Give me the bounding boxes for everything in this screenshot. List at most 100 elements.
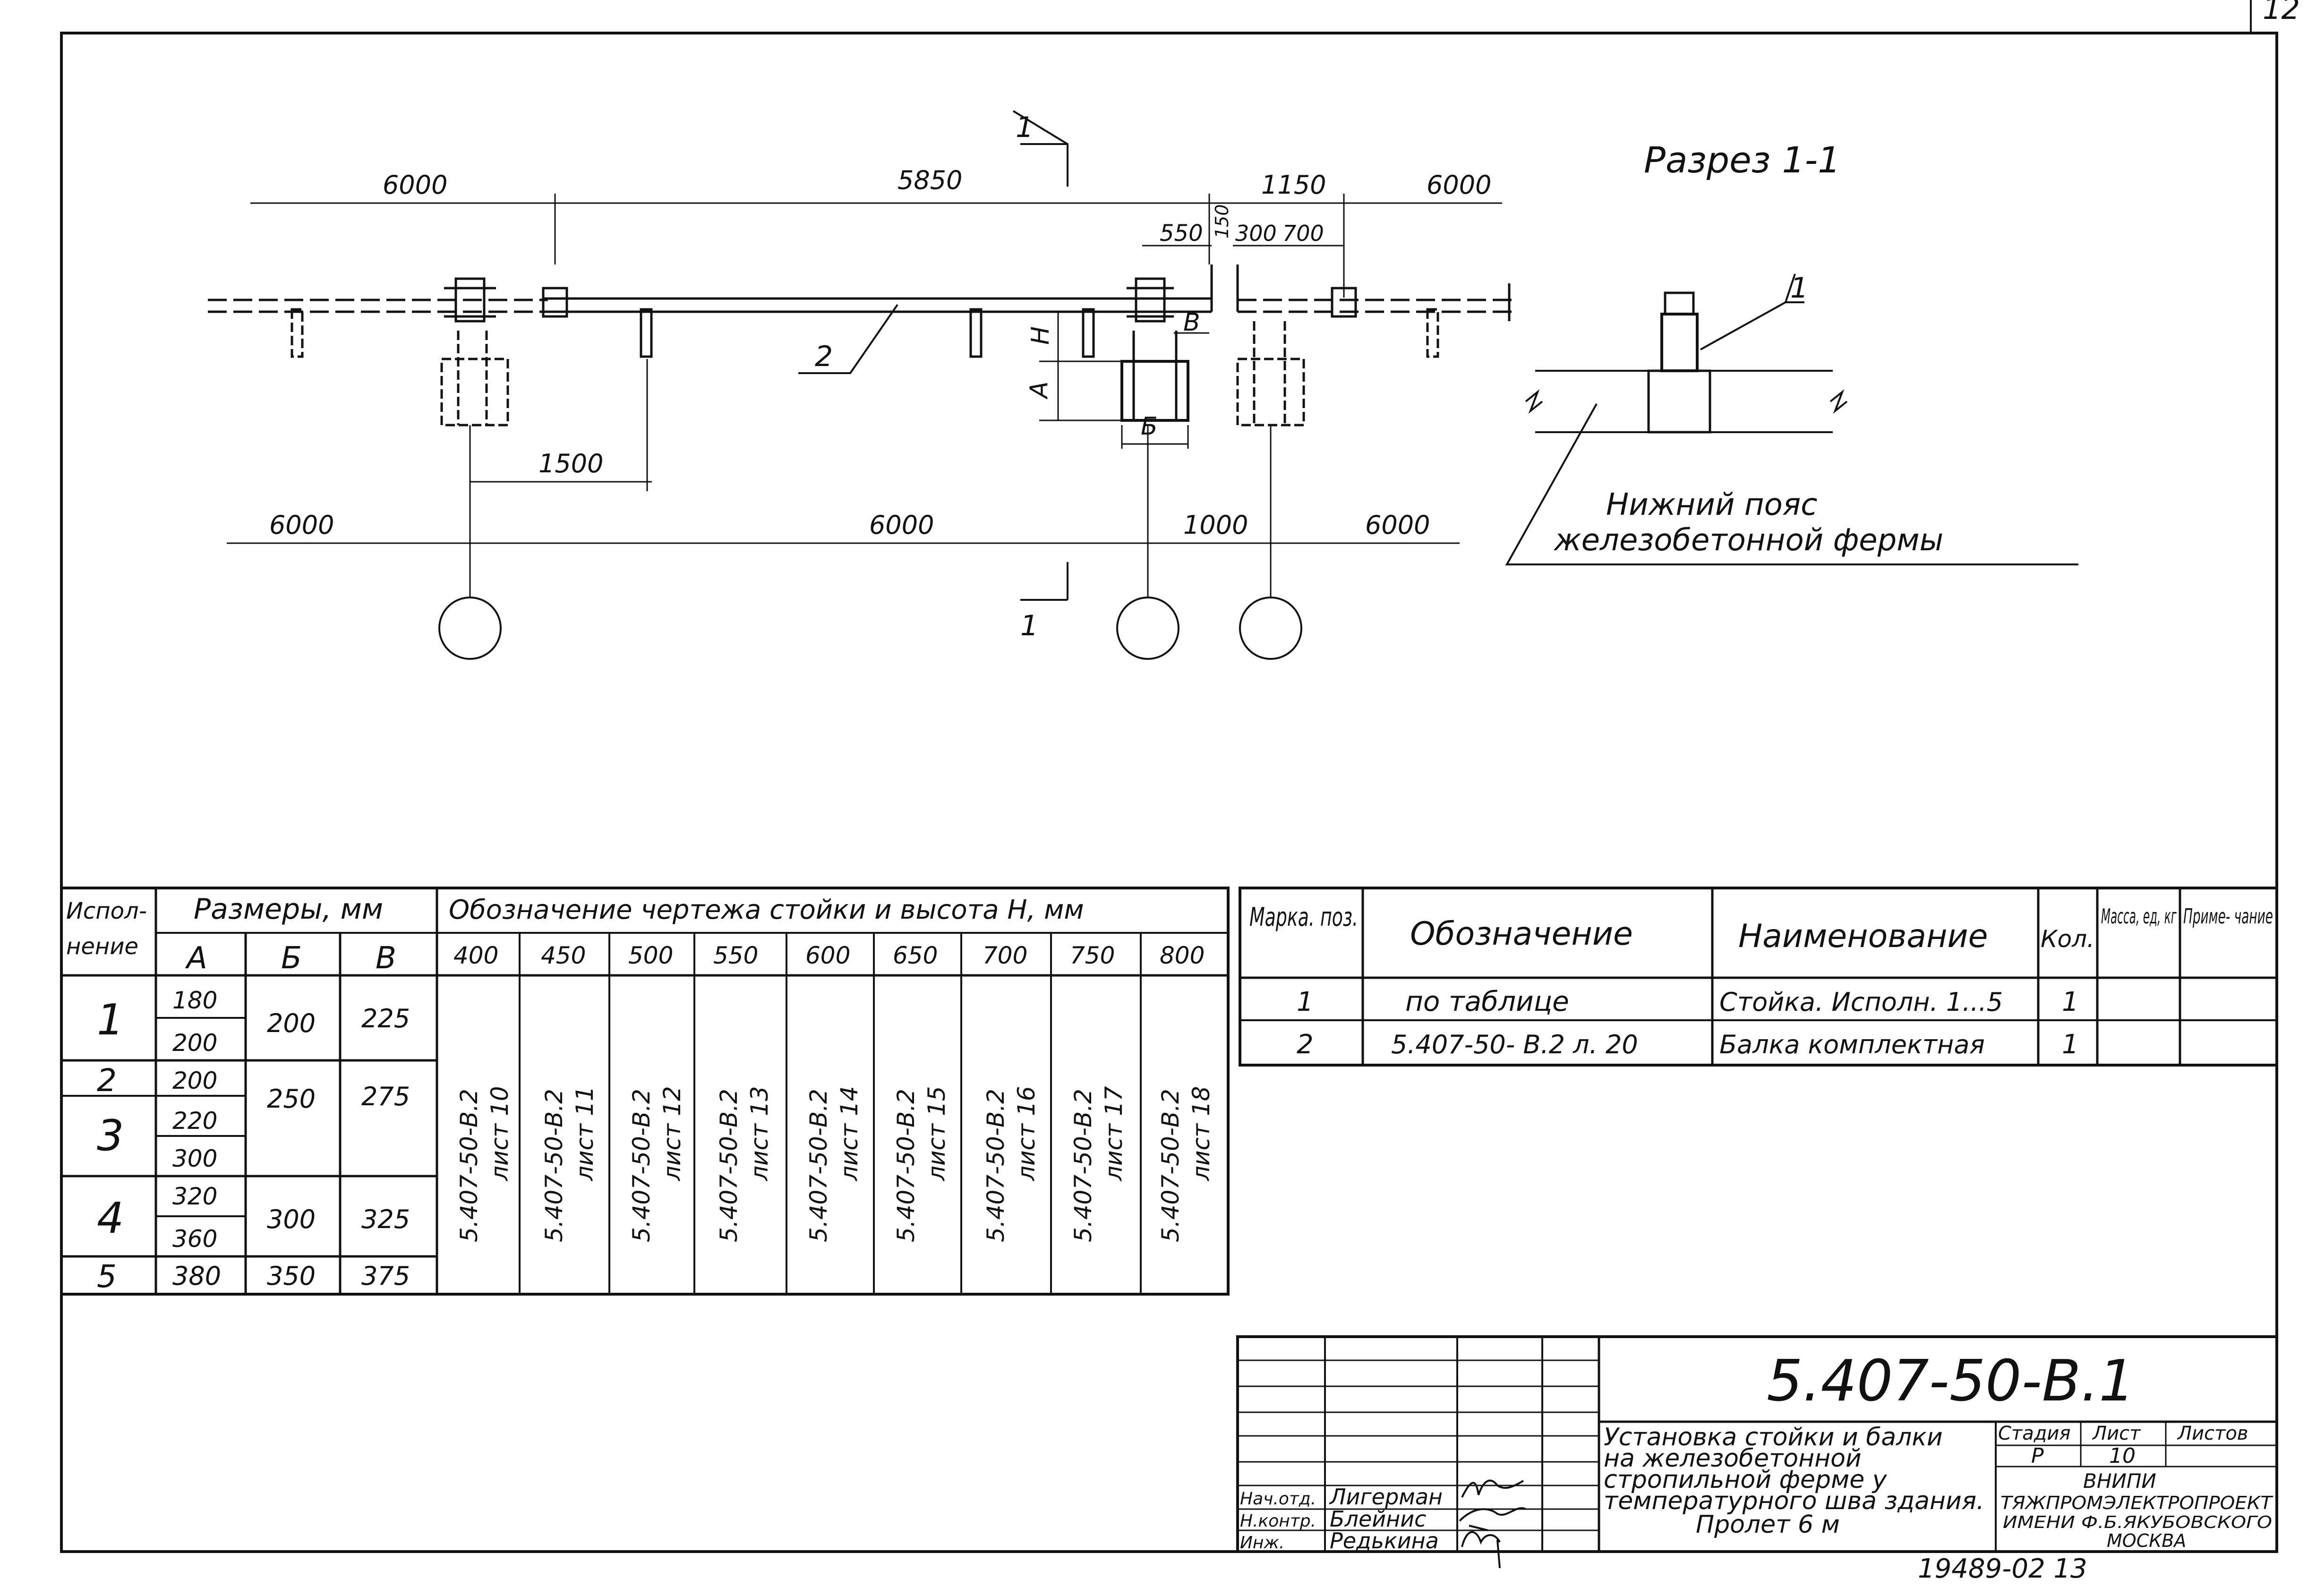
small-dim-300: 300: [1235, 221, 1277, 246]
exec-4-A2: 360: [172, 1225, 217, 1253]
code-2: 5.407-50-В.2: [540, 1089, 568, 1242]
exec-2-B: 250: [267, 1084, 316, 1114]
note-line-1: Нижний пояс: [1606, 487, 1817, 522]
archive-number: 19489-02 13: [1918, 1553, 2087, 1584]
mid-dim-1500: 1500: [538, 449, 603, 478]
top-dim-1: 6000: [383, 170, 447, 200]
h-550: 550: [713, 942, 758, 969]
spec-h-desig: Обозначение: [1410, 915, 1633, 953]
axis-circle-3: [1239, 597, 1302, 660]
exec-3-A1: 220: [172, 1107, 217, 1135]
code-9: 5.407-50-В.2: [1157, 1089, 1184, 1242]
col-letter-B: Б: [281, 941, 302, 976]
col-letter-A: А: [185, 941, 207, 976]
label-H: H: [1026, 326, 1055, 345]
sheet-1: лист 10: [486, 1086, 513, 1181]
h-400: 400: [453, 942, 498, 969]
code-5: 5.407-50-В.2: [805, 1089, 832, 1242]
section-callout: 1: [1790, 272, 1808, 305]
section-mark-bottom: 1: [1020, 609, 1038, 642]
title-line-5: Пролет 6 м: [1696, 1511, 1840, 1539]
plan-drawing: 6000 5850 1150 6000 550 150 300 700 1 1: [208, 110, 1516, 660]
sig-name-3: Редькина: [1330, 1528, 1439, 1553]
label-V: В: [1183, 308, 1200, 337]
sig-role-1: Нач.отд.: [1240, 1489, 1316, 1509]
org-line-1: ВНИПИ: [2083, 1469, 2156, 1493]
note-line-2: железобетонной фермы: [1553, 523, 1943, 558]
spec-r2-pos: 2: [1297, 1029, 1314, 1060]
org-line-3: ИМЕНИ Ф.Б.ЯКУБОВСКОГО: [2003, 1513, 2272, 1532]
signature-3: [1461, 1531, 1501, 1569]
signature-2: [1459, 1507, 1526, 1531]
h-650: 650: [893, 942, 938, 969]
hanging-posts: [291, 308, 1439, 358]
small-dim-150: 150: [1212, 204, 1232, 239]
spec-h-pos: Марка. поз.: [1249, 902, 1358, 932]
support-stand-left: [440, 277, 509, 427]
top-dim-4: 6000: [1427, 170, 1491, 200]
bottom-dim-3: 1000: [1183, 510, 1248, 540]
section-1-1: Разрез 1-1 1 Нижний пояс железобетонной …: [1505, 139, 2078, 565]
code-7: 5.407-50-В.2: [982, 1089, 1009, 1242]
spec-r1-name: Стойка. Исполн. 1...5: [1719, 987, 2003, 1017]
drawing-codes: 5.407-50-В.2 лист 10 5.407-50-В.2 лист 1…: [455, 1086, 1215, 1242]
code-3: 5.407-50-В.2: [628, 1089, 655, 1242]
spec-r1-qty: 1: [2062, 987, 2079, 1017]
small-dim-700: 700: [1282, 221, 1324, 246]
code-1: 5.407-50-В.2: [455, 1089, 483, 1242]
support-stand-main: H A Б В: [1025, 277, 1209, 449]
support-stand-right: [1236, 321, 1305, 427]
org-line-4: МОСКВА: [2107, 1530, 2186, 1551]
title-line-4: температурного шва здания.: [1604, 1487, 1984, 1515]
bottom-dim-2: 6000: [869, 510, 934, 540]
sig-role-2: Н.контр.: [1240, 1511, 1316, 1531]
code-6: 5.407-50-В.2: [892, 1089, 920, 1242]
sig-name-1: Лигерман: [1329, 1484, 1443, 1510]
h-exec-2: нение: [66, 933, 138, 960]
doc-code: 5.407-50-В.1: [1767, 1348, 2135, 1414]
axis-circle-1: [438, 597, 502, 660]
exec-5-A1: 380: [172, 1261, 221, 1291]
exec-3: 3: [97, 1111, 124, 1161]
exec-2: 2: [97, 1062, 117, 1099]
section-title: Разрез 1-1: [1644, 139, 1841, 181]
title-line-3: стропильной ферме у: [1604, 1466, 1888, 1494]
stage-label: Стадия: [1998, 1423, 2070, 1444]
label-B: Б: [1141, 412, 1158, 441]
sheet-frame: [60, 32, 2278, 1553]
spec-h-mass: Масса, ед, кг: [2101, 905, 2177, 929]
label-A: A: [1025, 381, 1053, 400]
exec-5-V: 375: [361, 1261, 410, 1291]
h-500: 500: [628, 942, 673, 969]
code-8: 5.407-50-В.2: [1069, 1089, 1097, 1242]
top-dim-3: 1150: [1261, 170, 1326, 200]
spec-h-note: Приме- чание: [2183, 905, 2273, 929]
exec-1-B: 200: [267, 1008, 316, 1038]
spec-r1-desig: по таблице: [1405, 985, 1569, 1017]
exec-3-A2: 300: [172, 1145, 217, 1172]
sheet-3: лист 12: [658, 1086, 686, 1181]
col-letter-V: В: [376, 941, 396, 976]
sheet-9: лист 18: [1188, 1086, 1215, 1181]
section-mark-top: 1: [1016, 111, 1034, 144]
sheet-5: лист 14: [836, 1086, 863, 1181]
top-dim-2: 5850: [897, 165, 962, 195]
sheets-label: Листов: [2177, 1423, 2248, 1444]
h-desig: Обозначение чертежа стойки и высота Н, м…: [449, 895, 1084, 925]
title-line-1: Установка стойки и балки: [1604, 1423, 1943, 1451]
bottom-dim-1: 6000: [269, 510, 334, 540]
sheet-value: 10: [2109, 1444, 2136, 1468]
dims-table: Испол- нение Размеры, мм Обозначение чер…: [60, 887, 1230, 1296]
sheet-label: Лист: [2092, 1423, 2141, 1444]
exec-2-V: 275: [361, 1082, 410, 1111]
spec-r2-name: Балка комплектная: [1719, 1030, 1985, 1059]
h-750: 750: [1070, 942, 1115, 969]
exec-4-B: 300: [267, 1204, 316, 1234]
h-450: 450: [541, 942, 586, 969]
axis-circle-2: [1116, 597, 1179, 660]
h-sizes: Размеры, мм: [194, 893, 383, 926]
small-dim-550: 550: [1160, 220, 1203, 247]
sheet-6: лист 15: [923, 1086, 950, 1181]
exec-5: 5: [97, 1258, 117, 1295]
sheet-8: лист 17: [1100, 1086, 1128, 1181]
